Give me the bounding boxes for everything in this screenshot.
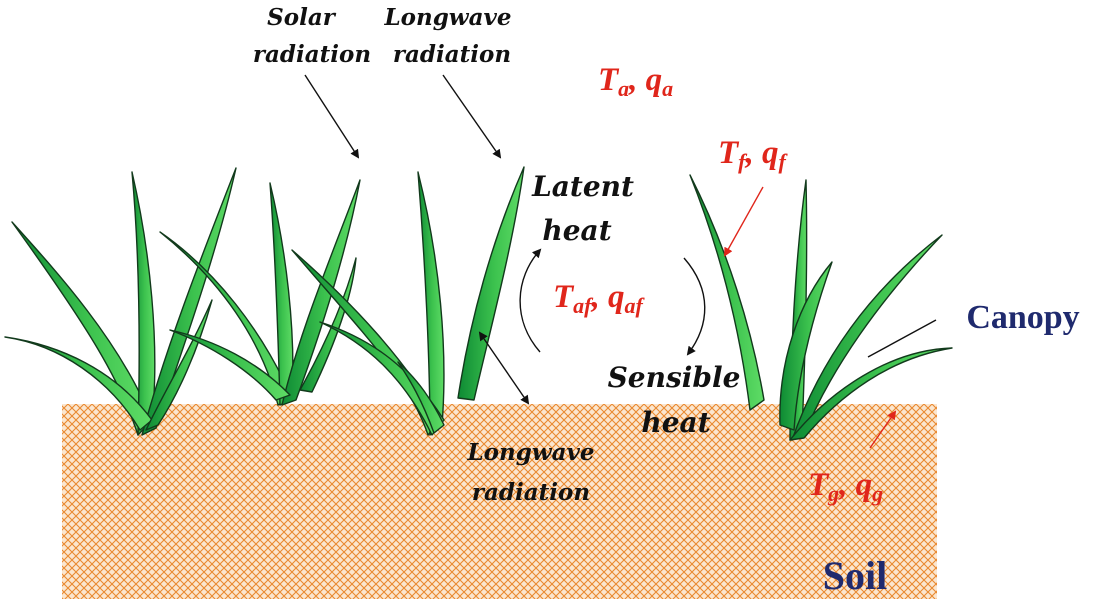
air-separator: , [628,62,646,98]
foliage-variables: Tf, qf [718,135,789,174]
grass-blade [145,299,213,431]
grass-blade [141,167,237,436]
canopy-pointer-line [867,319,937,358]
grass-clump-3 [291,171,445,436]
latent-label-line2: heat [542,214,611,247]
latent-label-line1: Latent [531,170,634,203]
grass-blade [131,171,156,436]
grass-clump-1 [4,167,237,436]
grass-blade [169,329,291,401]
grass-clump-2 [159,179,361,406]
arrows [304,74,937,405]
red-arrows [724,186,897,449]
canopy-air-variables: Taf, qaf [553,279,646,318]
grass-blade [4,336,153,431]
grass-blade [689,174,765,411]
ground-humidity-symbol: q [856,467,873,503]
sensible-label-line1: Sensible [608,361,741,394]
grass-blade [779,261,833,431]
air-humidity-subscript: a [662,76,673,101]
solar-label-line2: radiation [253,41,371,68]
grass-blade [791,234,943,441]
grass-blade [269,182,294,406]
grass-blade [299,257,357,393]
sensible-heat-arrow [683,257,706,356]
foliage-temperature-symbol: T [718,135,740,171]
grass-blade-tall [457,166,525,401]
canopy-air-temperature-symbol: T [553,279,575,315]
soil-label: Soil [823,553,887,598]
air-temperature-subscript: a [618,76,629,101]
grass-blade [789,347,953,441]
grass-clumps [4,166,953,441]
foliage-humidity-symbol: q [762,135,779,171]
grass-blade [417,171,445,436]
grass-blade [397,361,445,434]
grass-blade [281,179,361,406]
ground-pointer-arrow [869,410,897,449]
longwave-top-label-line2: radiation [393,41,511,68]
foliage-temperature-subscript: f [738,149,748,174]
ground-humidity-subscript: g [871,481,883,506]
canopy-label: Canopy [966,299,1079,336]
latent-heat-arrow [519,248,542,353]
longwave-top-label-line1: Longwave [383,4,511,31]
longwave-bottom-label-line1: Longwave [466,439,594,466]
foliage-pointer-arrow [724,186,764,257]
canopy-air-humidity-symbol: q [608,279,625,315]
solar-label-line1: Solar [267,4,337,31]
air-humidity-symbol: q [646,62,663,98]
sensible-label-line2: heat [641,406,710,439]
foliage-separator: , [745,135,763,171]
ground-temperature-subscript: g [827,481,839,506]
canopy-air-separator: , [591,279,609,315]
grass-clump-4 [689,174,953,441]
ground-temperature-symbol: T [808,467,830,503]
foliage-humidity-subscript: f [779,149,789,174]
canopy-air-humidity-subscript: af [625,293,646,318]
air-variables: Ta, qa [598,62,673,101]
solar-radiation-arrow [304,74,360,159]
canopy-air-temperature-subscript: af [573,293,594,318]
air-temperature-symbol: T [598,62,620,98]
ground-separator: , [838,467,856,503]
longwave-bottom-label-line2: radiation [472,479,590,506]
longwave-down-arrow [442,74,502,159]
ground-variables: Tg, qg [808,467,883,506]
longwave-exchange-arrow [478,331,530,405]
